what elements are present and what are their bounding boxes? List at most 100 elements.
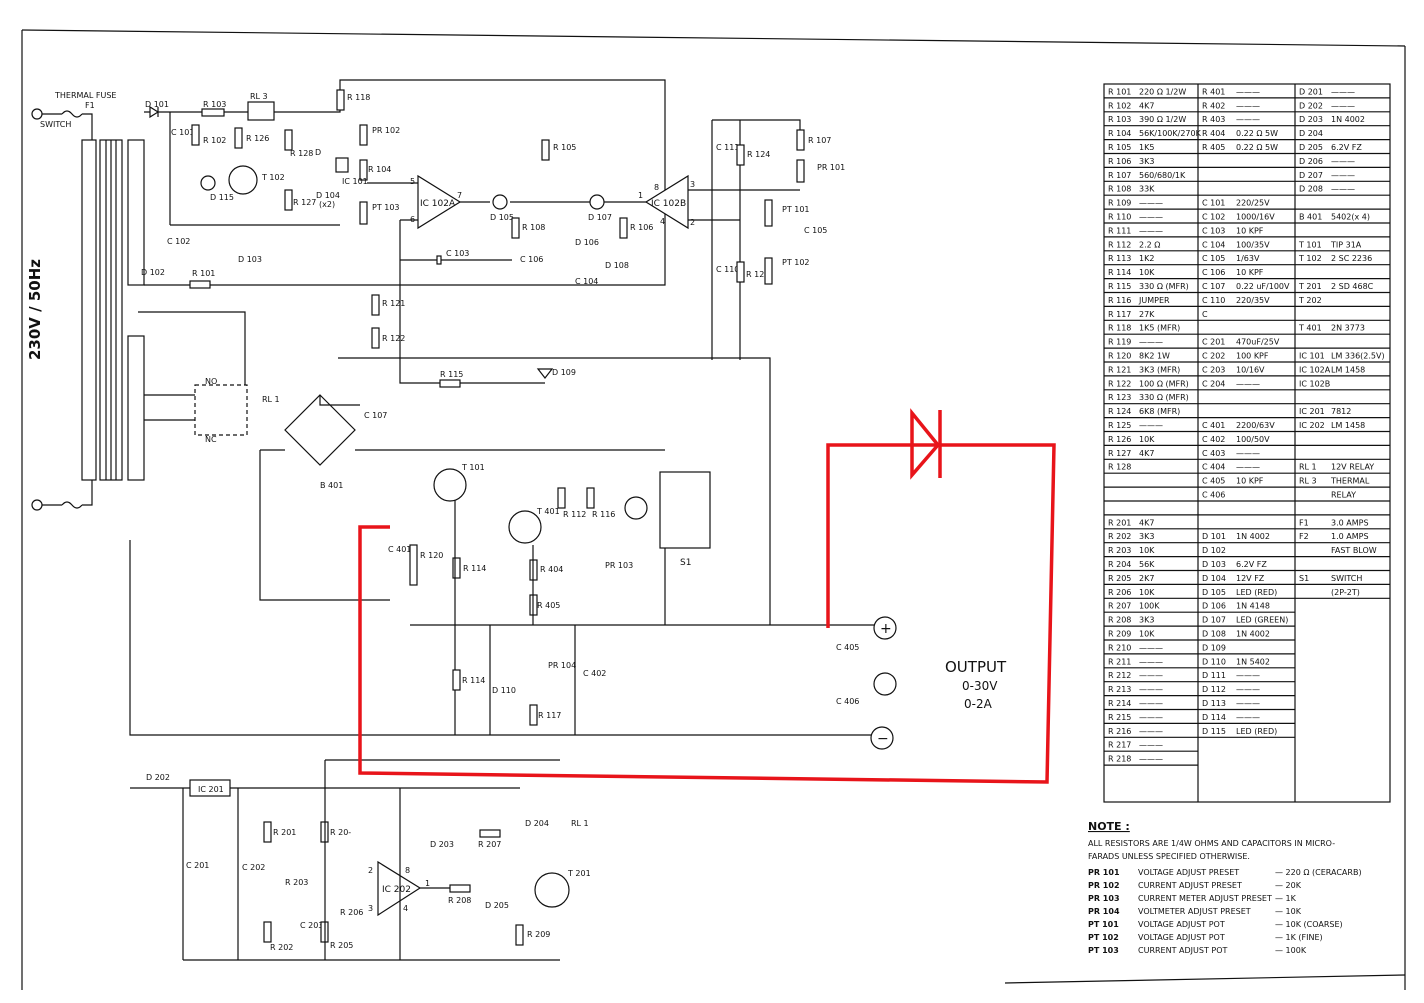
r114b-label: R 114: [462, 676, 485, 685]
c103-symbol: [436, 255, 442, 265]
d109-label: D 109: [552, 368, 576, 377]
table-cell-ref: C 102: [1202, 213, 1225, 222]
table-cell-ref: D 106: [1202, 602, 1226, 611]
table-cell-value: THERMAL: [1330, 477, 1370, 486]
table-cell-value: 12V RELAY: [1331, 463, 1374, 472]
c201-label: C 201: [186, 861, 209, 870]
table-cell-value: ———: [1331, 101, 1355, 110]
markup-loop: [358, 443, 1056, 784]
table-cell-ref: R 113: [1108, 254, 1131, 263]
r104-label: R 104: [368, 165, 391, 174]
note-line1: ALL RESISTORS ARE 1/4W OHMS AND CAPACITO…: [1088, 839, 1335, 848]
pt101-label: PT 101: [782, 205, 810, 214]
r126-symbol: [234, 127, 243, 149]
pin3-label: 3: [690, 180, 695, 189]
r105-symbol: [541, 139, 550, 161]
x2-label: (x2): [319, 200, 335, 209]
table-cell-ref: R 122: [1108, 379, 1131, 388]
r102-symbol: [191, 124, 200, 146]
table-cell-ref: D 208: [1299, 185, 1323, 194]
note-item-value: — 10K: [1275, 907, 1302, 916]
table-cell-ref: C 101: [1202, 199, 1225, 208]
table-cell-value: 8K2 1W: [1139, 352, 1170, 361]
r209-symbol: [515, 924, 524, 946]
table-cell-value: 470uF/25V: [1236, 338, 1280, 347]
d109-symbol: [536, 368, 554, 379]
page-border-top: [21, 29, 1406, 47]
markup-diode-triangle: [910, 408, 941, 480]
table-cell-value: ———: [1236, 685, 1260, 694]
pr104-label: PR 104: [548, 661, 576, 670]
rl3-symbol: [247, 101, 275, 121]
mid-rail: [338, 357, 771, 625]
power-section: NO NC RL 1 B 401 C 107 T 101 T 401 R 112…: [129, 311, 1007, 750]
table-cell-value: 4K7: [1139, 101, 1154, 110]
table-cell-ref: RL 1: [1299, 463, 1317, 472]
table-cell-ref: R 401: [1202, 87, 1225, 96]
table-cell-ref: R 120: [1108, 352, 1131, 361]
pr101-label: PR 101: [817, 163, 845, 172]
table-cell-value: ———: [1139, 727, 1163, 736]
r112-symbol: [557, 487, 566, 509]
rl1-label: RL 1: [262, 395, 280, 404]
r124-symbol: [736, 144, 745, 166]
supply-label: 230V / 50Hz: [26, 259, 44, 360]
table-cell-ref: D 104: [1202, 574, 1226, 583]
r128-symbol: [284, 129, 293, 151]
note-item-ref: PT 102: [1088, 933, 1119, 942]
table-cell-ref: D 201: [1299, 87, 1323, 96]
table-cell-ref: D 109: [1202, 643, 1226, 652]
r127-label: R 127: [293, 198, 316, 207]
table-cell-value: 3.0 AMPS: [1331, 518, 1369, 527]
meter-symbol: [624, 496, 648, 520]
r121-label: R 121: [382, 299, 405, 308]
rl3-label: RL 3: [250, 92, 268, 101]
r103-symbol: [201, 108, 225, 117]
table-cell-ref: R 218: [1108, 755, 1131, 764]
table-cell-value: ———: [1236, 101, 1260, 110]
table-cell-ref: D 203: [1299, 115, 1323, 124]
table-cell-ref: R 124: [1108, 407, 1131, 416]
d203-label: D 203: [430, 840, 454, 849]
note-item-value: — 1K (FINE): [1275, 933, 1323, 942]
r102-label: R 102: [203, 136, 226, 145]
table-cell-value: ———: [1331, 185, 1355, 194]
r121-symbol: [371, 294, 380, 316]
r202-label: R 202: [270, 943, 293, 952]
r120-symbol: [409, 544, 418, 586]
table-cell-ref: R 201: [1108, 518, 1131, 527]
ic102b-label: IC 102B: [651, 199, 686, 209]
bridge-wires: [129, 395, 880, 736]
table-cell-ref: C 405: [1202, 477, 1225, 486]
note-item-ref: PR 102: [1088, 881, 1120, 890]
output-title: OUTPUT: [945, 658, 1007, 676]
pin1-label: 1: [638, 191, 643, 200]
table-cell-value: ———: [1331, 87, 1355, 96]
r107-label: R 107: [808, 136, 831, 145]
table-cell-value: ———: [1139, 671, 1163, 680]
table-cell-value: 3K3: [1139, 157, 1154, 166]
table-cell-value: 100/35V: [1236, 240, 1270, 249]
c111-label: C 111: [716, 143, 739, 152]
table-cell-ref: R 202: [1108, 532, 1131, 541]
table-cell-ref: R 405: [1202, 143, 1225, 152]
table-cell-value: ———: [1139, 226, 1163, 235]
ic102a-wires: [367, 182, 545, 384]
table-cell-ref: R 206: [1108, 588, 1131, 597]
note-item-ref: PR 103: [1088, 894, 1120, 903]
note-item-desc: CURRENT ADJUST POT: [1138, 946, 1228, 955]
table-cell-ref: T 401: [1298, 324, 1322, 333]
table-cell-value: 1/63V: [1236, 254, 1260, 263]
table-cell-ref: IC 201: [1299, 407, 1325, 416]
d-label: D: [315, 148, 321, 157]
output-minus-terminal: [870, 726, 894, 750]
r201-label: R 201: [273, 828, 296, 837]
r106-label: R 106: [630, 223, 653, 232]
ic102a-label: IC 102A: [420, 199, 456, 209]
table-cell-value: FAST BLOW: [1331, 546, 1377, 555]
b401-symbol: [284, 394, 356, 466]
pinA4-label: 4: [403, 904, 408, 913]
table-cell-value: 2.2 Ω: [1139, 240, 1160, 249]
r208-symbol: [449, 884, 471, 893]
control-section: D 101 R 103 RL 3 R 118 C 101 R 102 R 126…: [141, 79, 845, 625]
